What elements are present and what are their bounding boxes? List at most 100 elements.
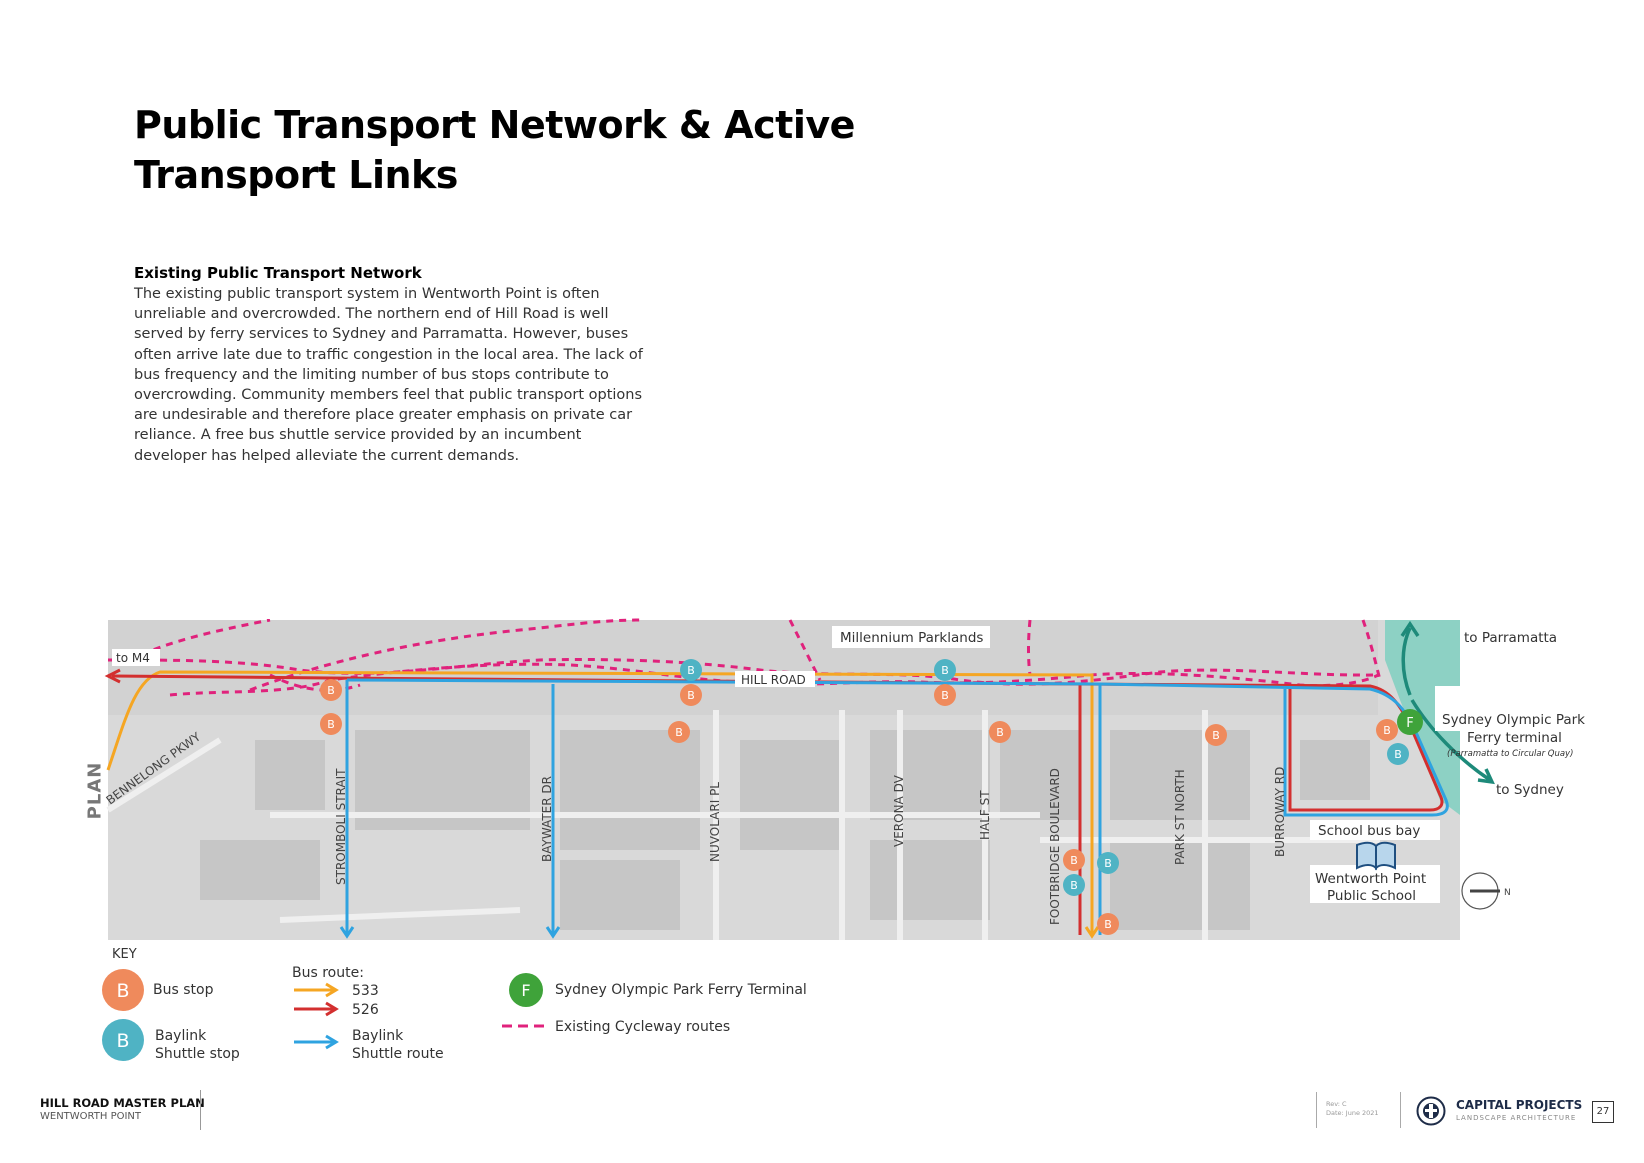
- baylink-stop-letter: B: [687, 664, 695, 677]
- key-ferry-icon: F: [509, 973, 543, 1007]
- bus-stop-letter: B: [1383, 724, 1391, 737]
- title-line-1: Public Transport Network & Active: [134, 103, 855, 147]
- bus-stop-letter: B: [327, 684, 335, 697]
- section-body: The existing public transport system in …: [134, 286, 643, 464]
- ferry-label-sub: (Parramatta to Circular Quay): [1447, 749, 1573, 759]
- footer-rev-info: Rev: C Date: June 2021: [1326, 1100, 1379, 1118]
- key-cycleway-label: Existing Cycleway routes: [555, 1019, 730, 1035]
- north-label: N: [1504, 888, 1511, 898]
- to-sydney-label: to Sydney: [1496, 782, 1564, 798]
- school-book-icon: [1356, 841, 1396, 871]
- footer-divider: [200, 1090, 201, 1130]
- route-baylink: [345, 678, 1449, 935]
- bus-stop-letter: B: [1212, 729, 1220, 742]
- capital-projects-logo-icon: [1416, 1096, 1446, 1126]
- key-baylink-route-line1: Baylink: [352, 1028, 404, 1044]
- parkland-area: [108, 620, 1378, 715]
- key-title: KEY: [112, 947, 137, 962]
- hill-road-label: HILL ROAD: [741, 673, 806, 687]
- street-park-st: PARK ST NORTH: [1173, 769, 1187, 865]
- bus-stop: B: [320, 713, 342, 735]
- hill-road-label-bg: [735, 671, 815, 687]
- baylink-stop-letter: B: [941, 664, 949, 677]
- key-ferry-label: Sydney Olympic Park Ferry Terminal: [555, 982, 807, 998]
- key-bus-stop-letter: B: [116, 980, 129, 1002]
- bus-stop-letter: B: [1104, 918, 1112, 931]
- bus-stops: B B B B B B B B B B: [320, 679, 1398, 935]
- bus-stop: B: [1376, 719, 1398, 741]
- ferry-stop-letter: F: [1406, 716, 1413, 731]
- bus-stop: B: [1063, 849, 1085, 871]
- street-stromboli: STROMBOLI STRAIT: [334, 768, 348, 885]
- street-footbridge: FOOTBRIDGE BOULEVARD: [1048, 768, 1062, 925]
- key-bus-route-label: Bus route:: [292, 965, 364, 981]
- bus-stop: B: [1097, 913, 1119, 935]
- section-heading: Existing Public Transport Network: [134, 264, 422, 282]
- street-verona: VERONA DV: [892, 774, 906, 847]
- bus-stop: B: [989, 721, 1011, 743]
- key-baylink-route-arrow: [294, 1034, 339, 1050]
- footer-date: Date: June 2021: [1326, 1109, 1379, 1117]
- key-route-533-label: 533: [352, 983, 379, 999]
- ferry-label-line2: Ferry terminal: [1467, 730, 1562, 746]
- millennium-label: Millennium Parklands: [840, 630, 983, 646]
- school-name-bg: [1310, 865, 1440, 903]
- key-bus-stop-label: Bus stop: [153, 982, 214, 998]
- to-m4-label-bg: [112, 649, 160, 666]
- building-blocks: [200, 730, 1370, 930]
- bus-stop: B: [320, 679, 342, 701]
- bus-stop-letter: B: [687, 689, 695, 702]
- ferry-arrows: [1400, 620, 1495, 785]
- street-half: HALF ST: [978, 790, 992, 840]
- title-line-2: Transport Links: [134, 153, 458, 197]
- key-bus-stop-icon: B: [102, 969, 144, 1011]
- baylink-stop: B: [1063, 874, 1085, 896]
- footer-doc-sub: WENTWORTH POINT: [40, 1111, 142, 1122]
- key-route-526-arrow: [294, 1001, 339, 1017]
- ferry-label-bg: [1435, 686, 1590, 731]
- footer-doc-info: HILL ROAD MASTER PLAN WENTWORTH POINT: [40, 1096, 205, 1122]
- bus-stop: B: [668, 721, 690, 743]
- key-route-533-arrow: [294, 982, 339, 998]
- school-label-bg: [1310, 820, 1440, 840]
- bus-stop: B: [680, 684, 702, 706]
- school-name-line1: Wentworth Point: [1315, 871, 1426, 887]
- ferry-stop: F: [1397, 709, 1423, 735]
- bus-stop-letter: B: [327, 718, 335, 731]
- footer-rev-divider: [1316, 1092, 1317, 1128]
- to-m4-label: to M4: [116, 651, 150, 665]
- key-baylink-route-line2: Shuttle route: [352, 1046, 444, 1062]
- footer-brand-name: CAPITAL PROJECTS: [1456, 1098, 1583, 1112]
- baylink-stop-letter: B: [1070, 879, 1078, 892]
- footer-doc-title: HILL ROAD MASTER PLAN: [40, 1096, 205, 1110]
- bus-stop: B: [934, 684, 956, 706]
- street-baywater: BAYWATER DR: [540, 776, 554, 862]
- key-ferry-letter: F: [521, 981, 530, 1000]
- baylink-stop: B: [934, 659, 956, 681]
- key-baylink-stop-line1: Baylink: [155, 1028, 207, 1044]
- millennium-label-bg: [832, 626, 990, 648]
- page-number: 27: [1592, 1101, 1614, 1123]
- bus-stop-letter: B: [941, 689, 949, 702]
- map-key: KEY B Bus stop B Baylink Shuttle stop Bu…: [102, 947, 807, 1062]
- key-route-526-label: 526: [352, 1002, 379, 1018]
- school-name-line2: Public School: [1327, 888, 1416, 904]
- bus-stop-letter: B: [675, 726, 683, 739]
- street-burroway: BURROWAY RD: [1273, 767, 1287, 857]
- school-bus-bay-label: School bus bay: [1318, 823, 1420, 839]
- route-533: [106, 670, 1094, 935]
- footer-brand-divider: [1400, 1092, 1401, 1128]
- footer-brand: Rev: C Date: June 2021 CAPITAL PROJECTS …: [1310, 1090, 1630, 1132]
- baylink-stops: B B B B B: [680, 659, 1409, 896]
- ferry-label-line1: Sydney Olympic Park: [1442, 712, 1585, 728]
- minor-streets: [106, 710, 1380, 940]
- bus-stop: B: [1205, 724, 1227, 746]
- baylink-stop: B: [680, 659, 702, 681]
- baylink-stop-letter: B: [1104, 857, 1112, 870]
- baylink-stop-letter: B: [1394, 748, 1402, 761]
- key-baylink-stop-letter: B: [116, 1030, 129, 1052]
- key-baylink-stop-icon: B: [102, 1019, 144, 1061]
- street-nuvolari: NUVOLARI PL: [708, 782, 722, 862]
- transport-map: N Millennium Parklands to M4 HILL ROAD t…: [104, 618, 1590, 940]
- route-arrowheads: [104, 668, 1100, 939]
